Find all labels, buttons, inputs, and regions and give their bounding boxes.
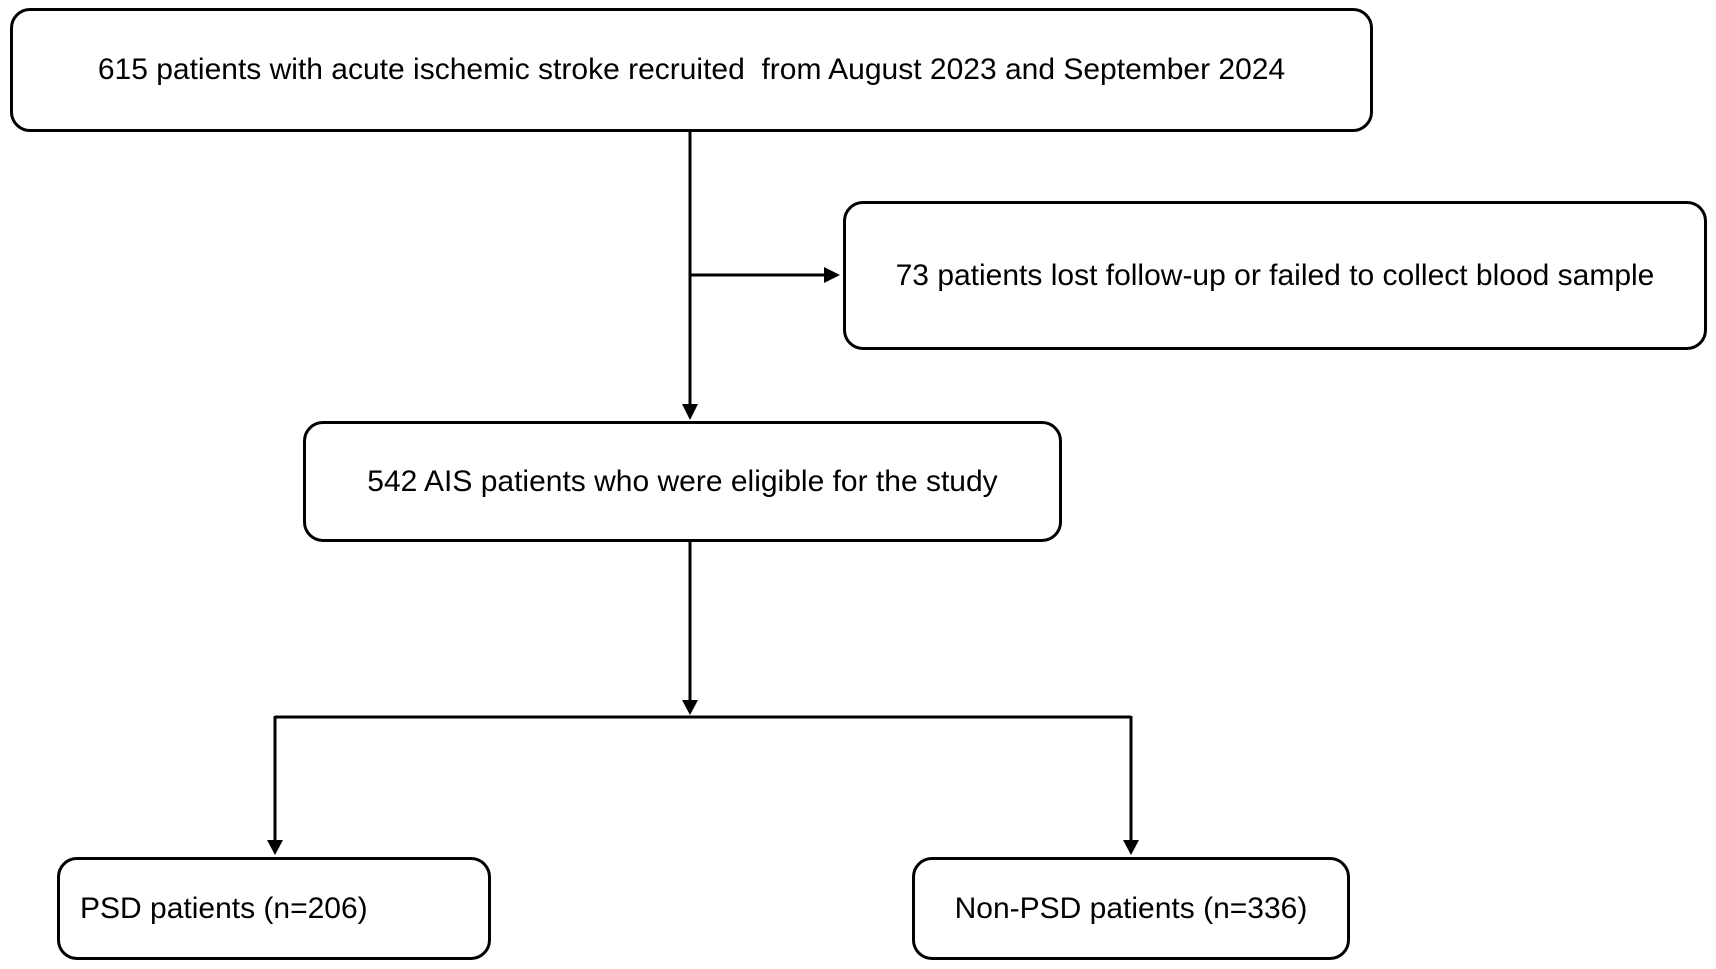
edge-split-psd-arrowhead: [267, 840, 283, 855]
node-excluded-patients-label: 73 patients lost follow-up or failed to …: [895, 258, 1655, 292]
node-recruited-patients: 615 patients with acute ischemic stroke …: [10, 8, 1373, 132]
node-psd-patients-label: PSD patients (n=206): [80, 891, 368, 925]
node-recruited-patients-label: 615 patients with acute ischemic stroke …: [97, 53, 1286, 87]
edge-recruited-eligible-arrowhead: [682, 404, 698, 420]
node-non-psd-patients: Non-PSD patients (n=336): [912, 857, 1350, 960]
edge-split-non-psd-arrowhead: [1123, 840, 1139, 855]
node-excluded-patients: 73 patients lost follow-up or failed to …: [843, 201, 1707, 350]
edge-eligible-split-arrowhead: [682, 700, 698, 715]
node-non-psd-patients-label: Non-PSD patients (n=336): [954, 891, 1308, 925]
node-psd-patients: PSD patients (n=206): [57, 857, 491, 960]
node-eligible-patients: 542 AIS patients who were eligible for t…: [303, 421, 1062, 542]
node-eligible-patients-label: 542 AIS patients who were eligible for t…: [367, 464, 998, 498]
edge-recruited-excluded-arrowhead: [824, 267, 840, 283]
